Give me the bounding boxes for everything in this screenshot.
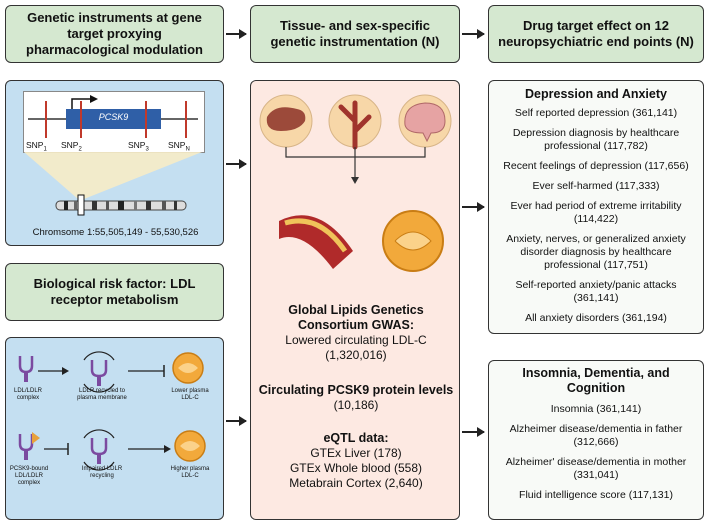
eqtl-block: eQTL data: GTEx Liver (178) GTEx Whole b… — [251, 431, 461, 491]
label-pcsk9-bound: PCSK9-bound LDL/LDLR complex — [9, 466, 49, 486]
pcsk9-block: Circulating PCSK9 protein levels (10,186… — [251, 383, 461, 413]
chromosome-label: Chromsome 1:55,505,149 - 55,530,526 — [32, 227, 199, 238]
insomnia-panel: Insomnia, Dementia, and Cognition Insomn… — [488, 360, 704, 520]
arrow-header-1 — [226, 29, 247, 39]
list-item: All anxiety disorders (361,194) — [525, 312, 667, 324]
arrow-header-2 — [462, 29, 485, 39]
header-drug-target: Drug target effect on 12 neuropsychiatri… — [488, 5, 704, 63]
arrow-gene-to-middle — [226, 159, 247, 169]
list-item: Anxiety, nerves, or generalized anxiety … — [506, 233, 686, 271]
insomnia-title: Insomnia, Dementia, and Cognition — [522, 366, 670, 395]
list-item: Alzheimer disease/dementia in father (31… — [509, 423, 683, 448]
list-item: Alzheimer' disease/dementia in mother (3… — [505, 456, 687, 481]
list-item: Self-reported anxiety/panic attacks (361… — [515, 279, 677, 304]
label-impaired-recycling: Impaired LDLR recycling — [81, 466, 123, 479]
snp-label-2: SNP2 — [61, 140, 82, 153]
list-item: Depression diagnosis by healthcare profe… — [512, 127, 680, 152]
gwas-line1: Lowered circulating LDL-C — [285, 333, 427, 347]
eqtl-title: eQTL data: — [323, 431, 389, 445]
arrow-middle-to-depression — [462, 202, 485, 212]
mechanism-panel: LDL/LDLR complex LDLR recycled to plasma… — [5, 337, 224, 520]
snp-label-3: SNP3 — [128, 140, 149, 153]
middle-panel: Global Lipids Genetics Consortium GWAS: … — [250, 80, 460, 520]
gwas-block: Global Lipids Genetics Consortium GWAS: … — [251, 303, 461, 363]
gwas-title: Global Lipids Genetics Consortium GWAS: — [288, 303, 424, 332]
arrow-middle-to-insomnia — [462, 427, 485, 437]
row2-graphics — [18, 429, 206, 471]
eqtl-item: GTEx Whole blood (558) — [289, 461, 423, 475]
pcsk9-title: Circulating PCSK9 protein levels — [258, 383, 454, 397]
row1-graphics — [18, 351, 204, 393]
snp-label-n: SNPN — [168, 140, 190, 153]
list-item: Recent feelings of depression (117,656) — [503, 160, 689, 172]
list-item: Fluid intelligence score (117,131) — [519, 489, 673, 501]
label-ldlr-recycled: LDLR recycled to plasma membrane — [77, 388, 127, 401]
label-higher-ldl: Higher plasma LDL-C — [170, 466, 210, 479]
risk-factor-title: Biological risk factor: LDL receptor met… — [5, 263, 224, 321]
list-item: Insomnia (361,141) — [550, 403, 642, 415]
eqtl-item: Metabrain Cortex (2,640) — [289, 476, 423, 490]
list-item: Self reported depression (361,141) — [514, 107, 678, 119]
arrow-mechanism-to-middle — [226, 416, 247, 426]
header-tissue-sex: Tissue- and sex-specific genetic instrum… — [250, 5, 460, 63]
label-lower-ldl: Lower plasma LDL-C — [171, 388, 209, 401]
tissue-illustrations — [259, 94, 452, 272]
gene-panel: PCSK9 SNP1 SNP2 SNP3 SNPN Chromsome 1:55… — [5, 80, 224, 246]
gene-name: PCSK9 — [98, 112, 129, 122]
mechanism-diagram — [18, 351, 206, 471]
gene-diagram — [24, 95, 202, 216]
depression-title: Depression and Anxiety — [525, 87, 667, 101]
snp-label-1: SNP1 — [26, 140, 47, 153]
eqtl-item: GTEx Liver (178) — [310, 446, 402, 460]
list-item: Ever self-harmed (117,333) — [532, 180, 660, 192]
header-genetic-instruments: Genetic instruments at gene target proxy… — [5, 5, 224, 63]
depression-panel: Depression and Anxiety Self reported dep… — [488, 80, 704, 334]
label-ldl-ldlr-complex: LDL/LDLR complex — [13, 388, 42, 401]
list-item: Ever had period of extreme irritability … — [510, 200, 682, 225]
gwas-line2: (1,320,016) — [325, 348, 387, 362]
pcsk9-value: (10,186) — [333, 398, 379, 412]
